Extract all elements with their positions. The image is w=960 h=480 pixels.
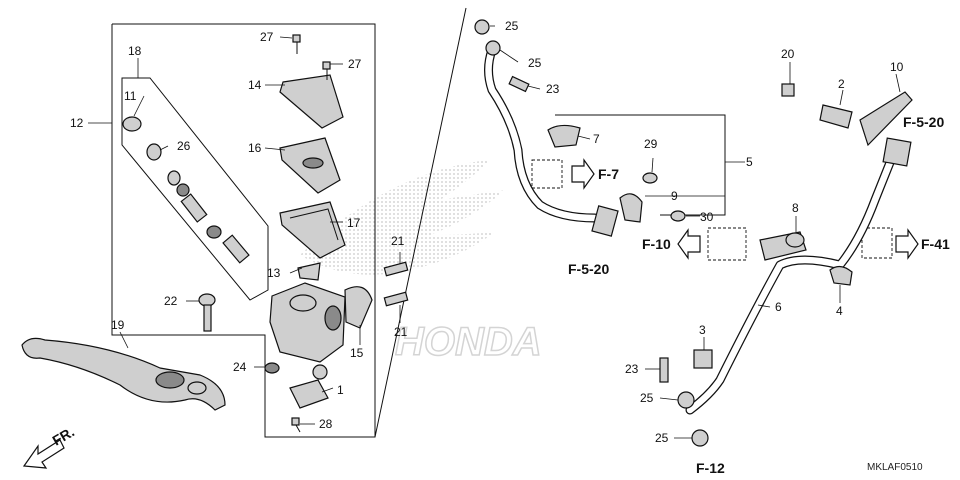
ref-f7: F-7 (598, 166, 619, 182)
front-direction-marker: FR. (22, 423, 77, 469)
ref-f12: F-12 (696, 460, 725, 476)
callout-16: 16 (248, 141, 262, 155)
brake-switch (289, 379, 329, 433)
callout-13: 13 (267, 266, 281, 280)
reference-boxes (531, 159, 893, 261)
screws-27 (292, 34, 331, 80)
callout-18: 18 (128, 44, 142, 58)
callout-29: 29 (644, 137, 658, 151)
f10-arrow-icon (677, 228, 701, 260)
reference-arrows (571, 158, 919, 260)
callout-25-a: 25 (505, 19, 519, 33)
ref-f5-20-left: F-5-20 (568, 261, 609, 277)
pivot-bolt (198, 293, 280, 374)
callout-17: 17 (347, 216, 361, 230)
callout-27-a: 27 (260, 30, 274, 44)
callout-12: 12 (70, 116, 84, 130)
callout-8: 8 (792, 201, 799, 215)
callout-26: 26 (177, 139, 191, 153)
group-boxes (111, 7, 726, 438)
reference-labels: F-7 F-10 F-41 F-5-20 F-5-20 F-12 (568, 114, 950, 476)
f41-arrow-icon (895, 228, 919, 260)
callout-23-lower: 23 (625, 362, 639, 376)
callout-2: 2 (838, 77, 845, 91)
screws-21 (383, 261, 409, 307)
ref-f5-20-right: F-5-20 (903, 114, 944, 130)
callout-28: 28 (319, 417, 333, 431)
callout-27-b: 27 (348, 57, 362, 71)
leader-lines (88, 25, 901, 439)
callout-19: 19 (111, 318, 125, 332)
callout-15: 15 (350, 346, 364, 360)
piston-kit-parts (122, 116, 250, 264)
callout-14: 14 (248, 78, 262, 92)
callout-25-b: 25 (528, 56, 542, 70)
callout-6: 6 (775, 300, 782, 314)
callout-20: 20 (781, 47, 795, 61)
callout-4: 4 (836, 304, 843, 318)
callout-11: 11 (124, 89, 137, 103)
ref-f41: F-41 (921, 236, 950, 252)
callout-3: 3 (699, 323, 706, 337)
f7-arrow-icon (571, 158, 595, 190)
callout-22: 22 (164, 294, 178, 308)
master-cylinder-body (269, 262, 373, 380)
honda-watermark-text: HONDA (395, 320, 542, 364)
lower-brake-hose (659, 83, 913, 447)
callout-21-lower: 21 (394, 325, 408, 339)
callout-25-d: 25 (655, 431, 669, 445)
callout-9: 9 (671, 189, 678, 203)
sub-assembly-box (121, 77, 269, 301)
reservoir-parts (279, 74, 346, 259)
diagram-code: MKLAF0510 (867, 462, 923, 473)
callout-numbers: 1 2 3 4 5 6 7 8 9 10 11 12 13 14 15 16 1… (70, 19, 904, 445)
callout-10: 10 (890, 60, 904, 74)
brake-lever (21, 337, 226, 411)
callout-24: 24 (233, 360, 247, 374)
honda-wing-watermark: HONDA (300, 160, 542, 365)
ref-f10: F-10 (642, 236, 671, 252)
callout-5: 5 (746, 155, 753, 169)
callout-7: 7 (593, 132, 600, 146)
callout-21-upper: 21 (391, 234, 405, 248)
upper-brake-hose (474, 19, 686, 237)
callout-25-c: 25 (640, 391, 654, 405)
callout-23-upper: 23 (546, 82, 560, 96)
callout-30: 30 (700, 210, 714, 224)
callout-1: 1 (337, 383, 344, 397)
